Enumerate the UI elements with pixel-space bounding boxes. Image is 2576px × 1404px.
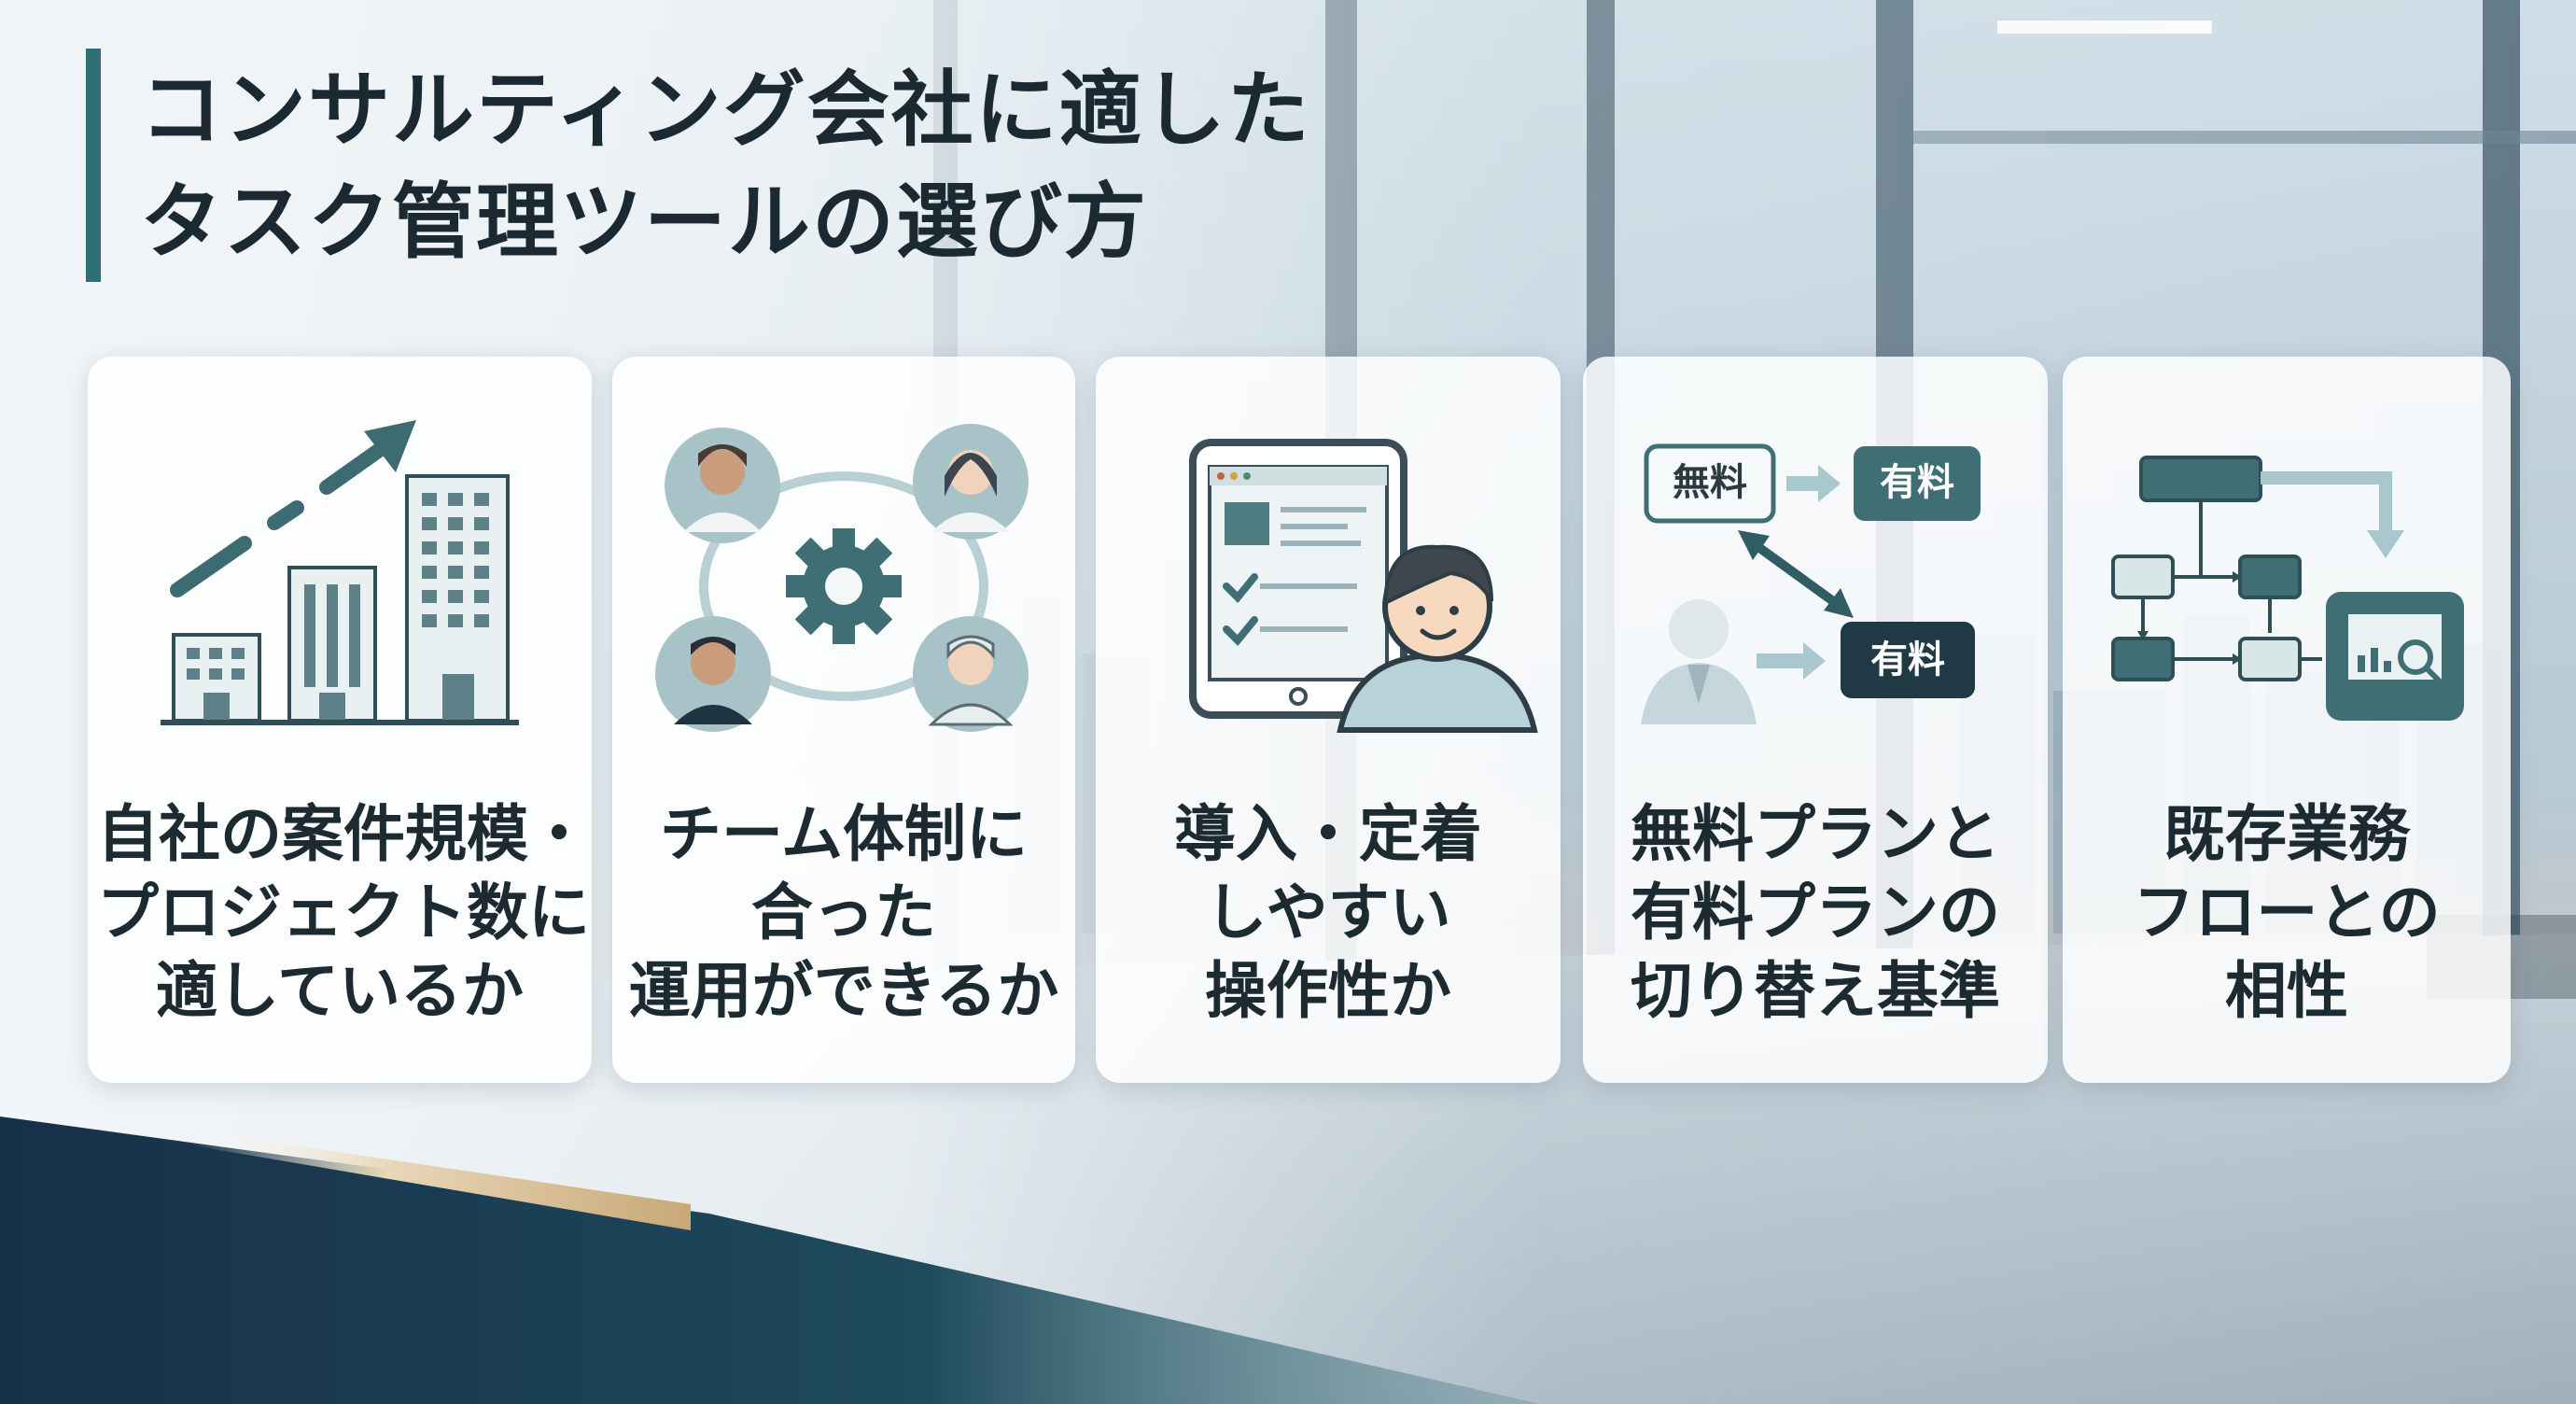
- card-line: プロジェクト数に: [97, 877, 590, 948]
- card-line: 適しているか: [155, 955, 525, 1027]
- criteria-card-4: 無料 有料 有料 無料プランと 有料プランの 切り替え基準: [1583, 357, 2048, 1083]
- team-gear-icon: [655, 424, 1029, 732]
- free-paid-plan-icon: 無料 有料 有料: [1641, 443, 1981, 724]
- page-title-line-1: コンサルティング会社に適した: [140, 62, 1311, 158]
- paid-label: 有料: [1870, 639, 1945, 681]
- criteria-card-4-text: 無料プランと 有料プランの 切り替え基準: [1592, 795, 2038, 1031]
- workflow-chart-icon: [2111, 456, 2464, 721]
- card-line: 導入・定着: [1174, 798, 1482, 870]
- page-title: コンサルティング会社に適した タスク管理ツールの選び方: [140, 54, 1311, 278]
- criteria-card-1-text: 自社の案件規模・ プロジェクト数に 適しているか: [97, 795, 590, 1031]
- paid-label: 有料: [1880, 461, 1954, 504]
- tablet-user-icon: [1189, 439, 1538, 733]
- card-line: 運用ができるか: [628, 955, 1059, 1027]
- card-line: チーム体制に: [659, 798, 1029, 870]
- card-line: 相性: [2225, 955, 2348, 1027]
- card-line: 自社の案件規模・: [97, 798, 590, 870]
- criteria-card-1: 自社の案件規模・ プロジェクト数に 適しているか: [88, 357, 592, 1083]
- card-line: 合った: [751, 877, 936, 948]
- title-accent-bar: [86, 49, 101, 282]
- criteria-card-3: 導入・定着 しやすい 操作性か: [1096, 357, 1561, 1083]
- page-title-line-2: タスク管理ツールの選び方: [140, 174, 1149, 270]
- card-line: 無料プランと: [1631, 798, 2000, 870]
- criteria-card-5-text: 既存業務 フローとの 相性: [2072, 795, 2501, 1031]
- card-line: 有料プランの: [1631, 877, 2000, 948]
- criteria-card-3-text: 導入・定着 しやすい 操作性か: [1105, 795, 1551, 1031]
- card-line: 切り替え基準: [1631, 955, 2000, 1027]
- card-line: しやすい: [1205, 877, 1451, 948]
- criteria-card-5: 既存業務 フローとの 相性: [2063, 357, 2511, 1083]
- card-line: 既存業務: [2163, 798, 2410, 870]
- criteria-card-2: チーム体制に 合った 運用ができるか: [612, 357, 1075, 1083]
- free-label: 無料: [1673, 461, 1747, 504]
- card-line: 操作性か: [1205, 955, 1451, 1027]
- card-line: フローとの: [2133, 877, 2441, 948]
- growth-buildings-icon: [161, 420, 519, 725]
- criteria-card-2-text: チーム体制に 合った 運用ができるか: [622, 795, 1066, 1031]
